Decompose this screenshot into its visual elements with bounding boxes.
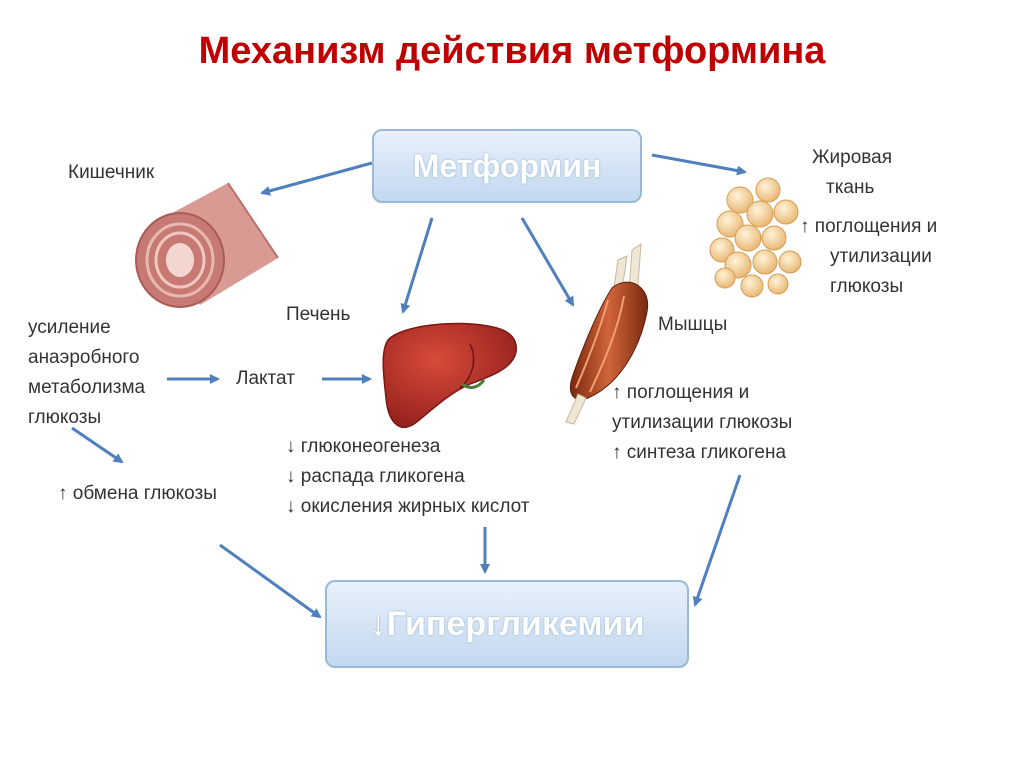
glucose-exchange-label: ↑ обмена глюкозы: [58, 483, 217, 504]
fat-tissue-label: Жировая ткань: [812, 143, 892, 203]
fat-label-line: Жировая: [812, 147, 893, 168]
arrows: [71, 153, 747, 619]
liver-effect-line: ↓ окисления жирных кислот: [286, 496, 530, 517]
muscle-effects: ↑ поглощения и утилизации глюкозы ↑ синт…: [612, 378, 792, 468]
muscle-label: Мышцы: [658, 314, 728, 335]
arrow-to-muscle: [520, 217, 575, 307]
fat-effect-line: глюкозы: [830, 276, 904, 297]
fat-effect-line: ↑ поглощения и: [800, 216, 938, 237]
fat-tissue-icon: [709, 177, 802, 298]
intestine-effects: усиление анаэробного метаболизма глюкозы: [28, 313, 145, 433]
arrow-to-glucose-exchange: [71, 426, 124, 464]
fat-label-line: ткань: [826, 177, 875, 198]
metformin-node: Метформин: [372, 129, 642, 203]
arrow-muscle-to-outcome: [692, 474, 742, 607]
arrow-to-fat: [651, 153, 747, 176]
arrow-to-intestine: [260, 161, 373, 196]
liver-effect-line: ↓ распада гликогена: [286, 466, 465, 487]
intestine-icon: [135, 182, 279, 308]
fat-tissue-effects: ↑ поглощения и утилизации глюкозы: [800, 212, 937, 302]
fat-effect-line: утилизации: [830, 246, 932, 267]
muscle-effect-line: ↑ синтеза гликогена: [612, 442, 787, 463]
intestine-label: Кишечник: [68, 162, 155, 183]
liver-label: Печень: [286, 304, 351, 325]
muscle-effect-line: утилизации глюкозы: [612, 412, 793, 433]
page-title: Механизм действия метформина: [198, 30, 826, 72]
liver-effects: ↓ глюконеогенеза ↓ распада гликогена ↓ о…: [286, 432, 530, 522]
arrow-intestine-to-outcome: [219, 543, 322, 619]
intestine-effect-line: метаболизма: [28, 377, 146, 398]
arrow-to-liver: [400, 217, 434, 314]
lactate-label: Лактат: [236, 368, 295, 389]
muscle-icon: [565, 243, 649, 425]
muscle-effect-line: ↑ поглощения и: [612, 382, 750, 403]
intestine-effect-line: усиление: [28, 317, 111, 338]
liver-icon: [382, 322, 517, 428]
intestine-effect-line: глюкозы: [28, 407, 102, 428]
hyperglycemia-node: ↓Гипергликемии: [325, 580, 689, 668]
liver-effect-line: ↓ глюконеогенеза: [286, 436, 441, 457]
intestine-effect-line: анаэробного: [28, 347, 140, 368]
